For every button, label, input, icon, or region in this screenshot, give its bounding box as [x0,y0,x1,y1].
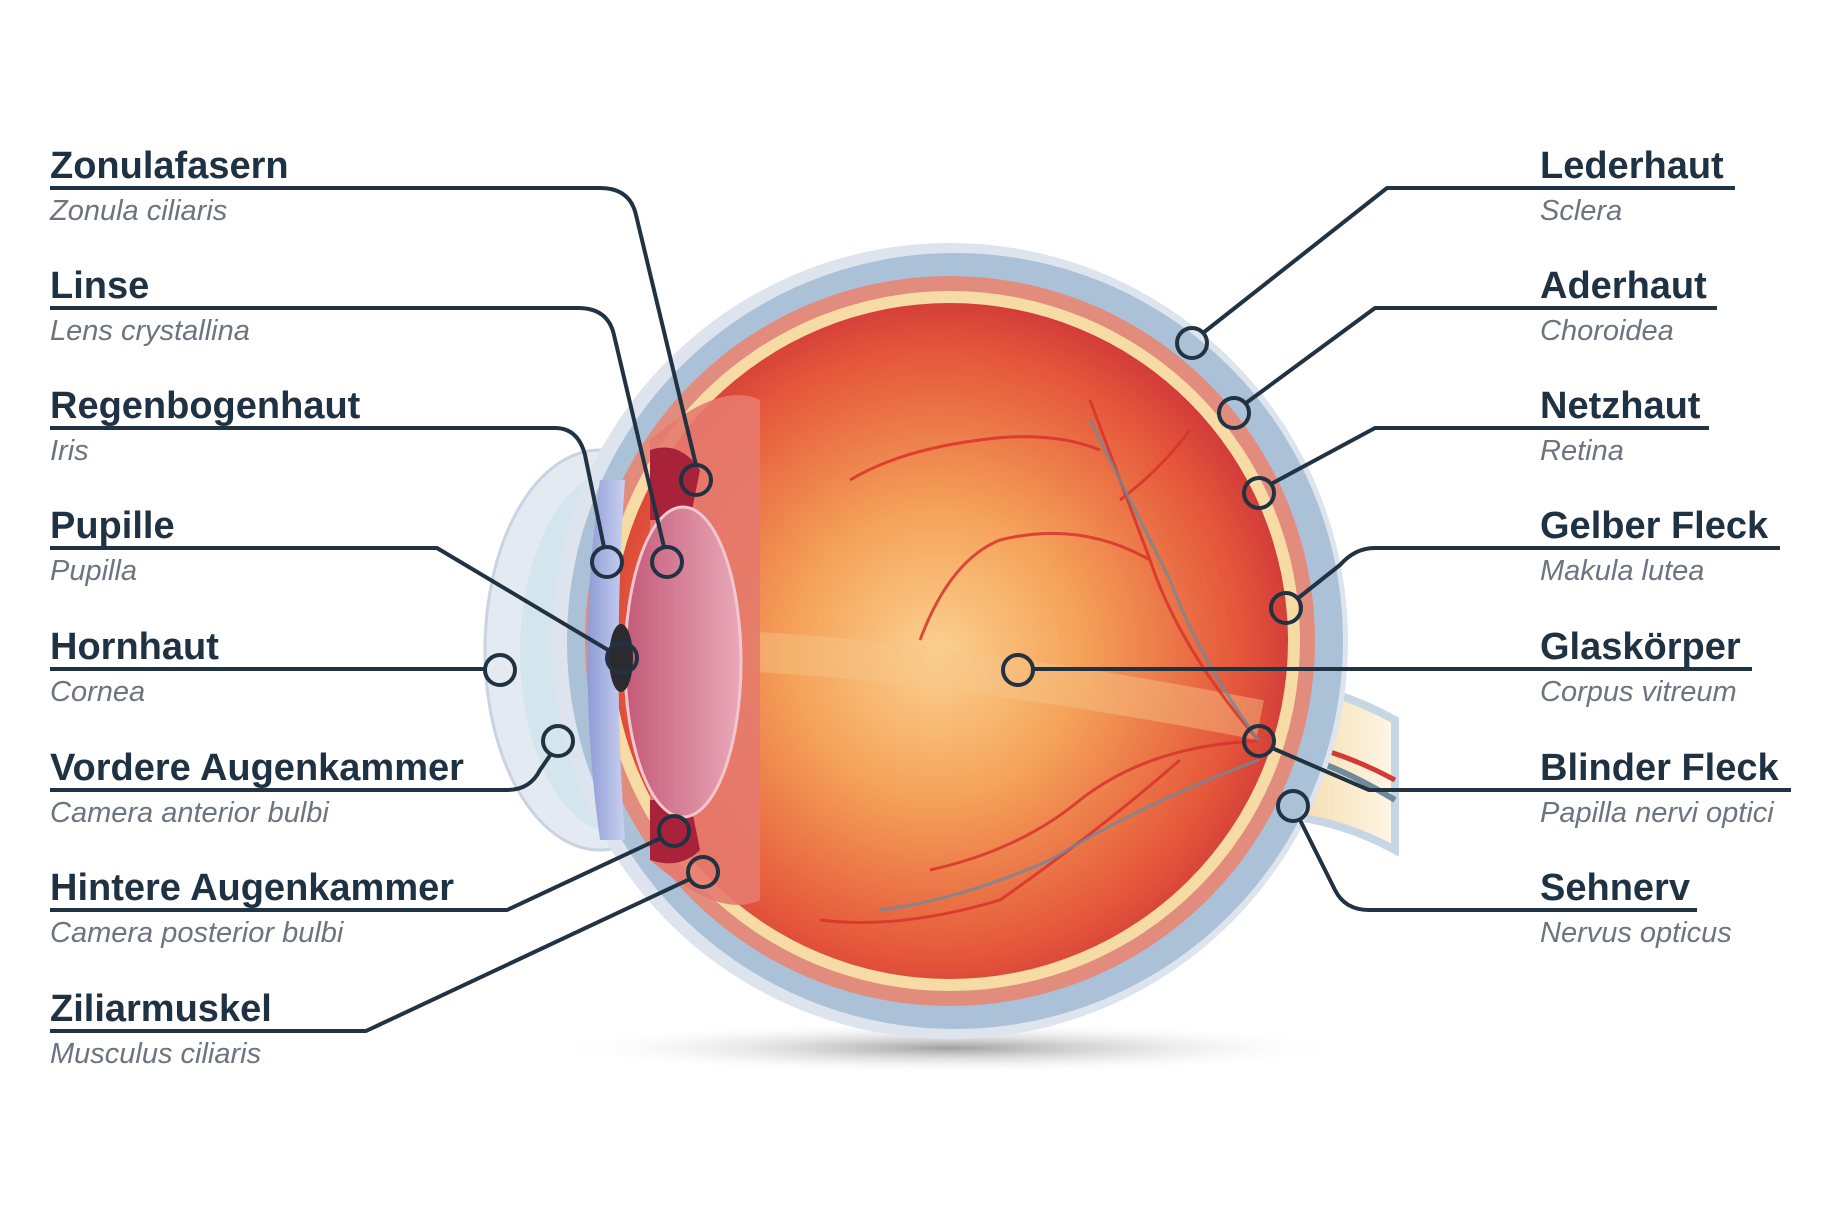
marker-blinder-fleck [1242,724,1276,758]
label-latin: Camera anterior bulbi [50,797,329,829]
lens [623,505,743,819]
marker-lederhaut [1175,326,1209,360]
label-title: Regenbogenhaut [50,385,361,427]
leader-lines [50,186,1791,1033]
label-title: Aderhaut [1540,265,1707,307]
pupil [609,624,633,692]
leader-linse [50,306,666,548]
label-latin: Nervus opticus [1540,917,1732,949]
marker-circles [483,326,1310,889]
label-title: Sehnerv [1540,867,1690,909]
leader-blinder-fleck [1271,746,1791,792]
label-latin: Makula lutea [1540,555,1705,587]
label-title: Hintere Augenkammer [50,867,455,909]
label-title: Lederhaut [1540,145,1724,187]
label-latin: Pupilla [50,555,138,587]
marker-hornhaut [483,653,517,687]
eye-shadow [550,1022,1350,1074]
label-title: Hornhaut [50,626,219,668]
label-title: Glaskörper [1540,626,1741,668]
marker-gelber-fleck [1269,591,1303,625]
marker-ziliarmuskel [686,855,720,889]
leader-hintere-augenkammer [50,836,662,912]
label-title: Zonulafasern [50,145,289,187]
label-title: Linse [50,265,150,307]
label-title: Vordere Augenkammer [50,747,464,789]
leader-aderhaut [1244,306,1717,405]
retinal-vessels [819,399,1261,924]
marker-hintere-augenkammer [657,814,691,848]
marker-pupille [605,641,639,675]
leader-gelber-fleck [1295,546,1780,601]
label-latin: Zonula ciliaris [50,195,228,227]
marker-netzhaut [1242,476,1276,510]
label-latin: Choroidea [1540,315,1674,347]
marker-sehnerv [1276,789,1310,823]
retinal-veins [879,419,1261,912]
leader-sehnerv [1298,819,1697,912]
marker-glaskoerper [1001,653,1035,687]
label-latin: Retina [1540,435,1624,467]
leader-ziliarmuskel [50,877,691,1033]
leader-pupille [50,546,610,652]
label-latin: Camera posterior bulbi [50,917,344,949]
label-latin: Corpus vitreum [1540,676,1737,708]
label-title: Gelber Fleck [1540,505,1769,547]
label-title: Netzhaut [1540,385,1701,427]
marker-regenbogenhaut [590,545,624,579]
marker-vordere-augenkammer [541,724,575,758]
leader-vordere-augenkammer [50,752,553,792]
label-title: Ziliarmuskel [50,988,272,1030]
label-latin: Sclera [1540,195,1623,227]
marker-linse [650,545,684,579]
label-latin: Papilla nervi optici [1540,797,1774,829]
label-latin: Iris [50,435,89,467]
vitreous-band [719,630,1264,740]
label-title: Blinder Fleck [1540,747,1779,789]
leader-lederhaut [1201,186,1735,335]
label-latin: Cornea [50,676,146,708]
leader-regenbogenhaut [50,426,606,548]
leader-netzhaut [1270,426,1709,486]
label-latin: Lens crystallina [50,315,250,347]
marker-aderhaut [1217,396,1251,430]
marker-zonulafasern [679,463,713,497]
leader-zonulafasern [50,186,698,466]
label-title: Pupille [50,505,175,547]
label-latin: Musculus ciliaris [50,1038,262,1070]
